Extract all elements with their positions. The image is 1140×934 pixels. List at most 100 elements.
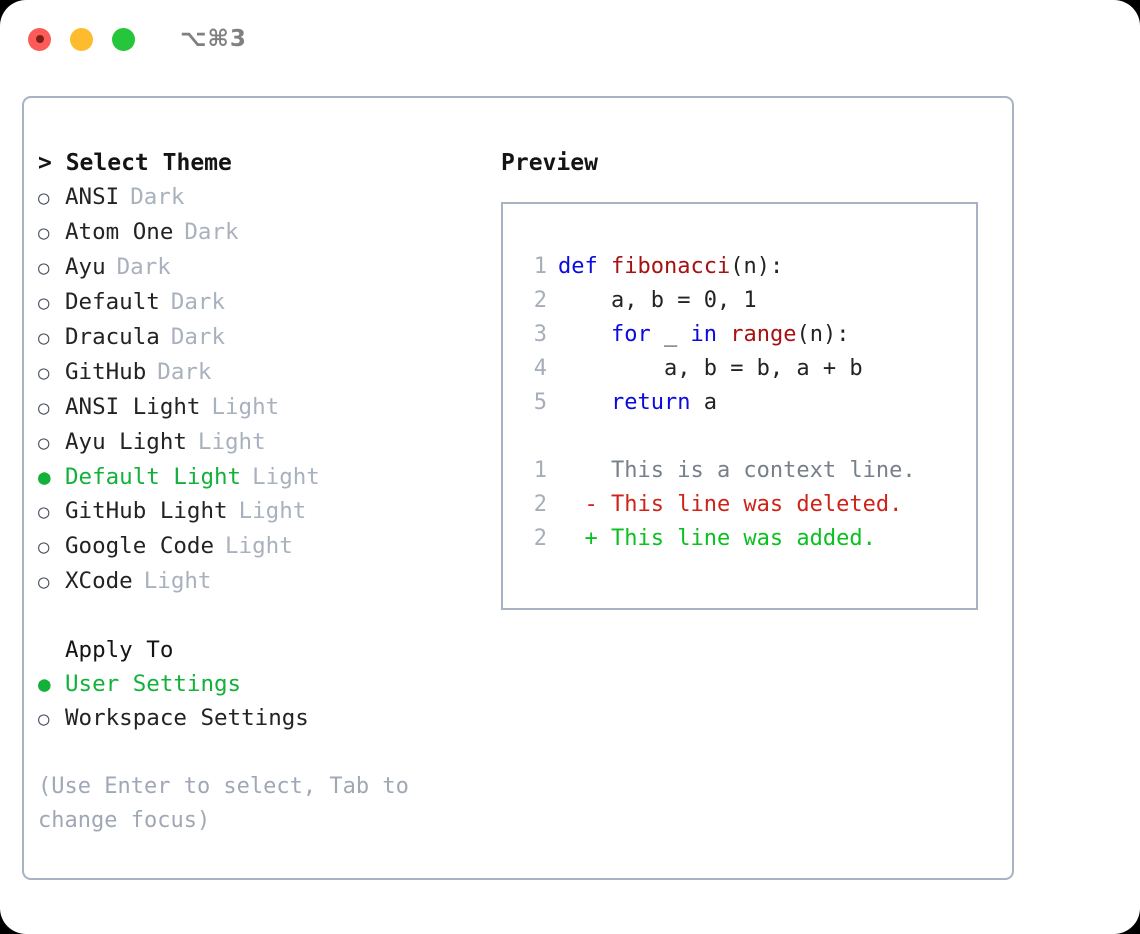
radio-unselected-icon[interactable]: ○: [38, 708, 50, 730]
theme-variant-tag: Dark: [157, 359, 212, 385]
theme-option-label: XCode: [65, 568, 133, 594]
theme-variant-tag: Light: [143, 568, 212, 594]
theme-option-label: Ayu: [65, 254, 106, 280]
diff-line-number: 1: [533, 458, 547, 483]
code-token-plain: a, b = 0, 1: [610, 288, 757, 313]
code-line-number: 2: [533, 288, 547, 313]
code-token-fn: range: [730, 322, 797, 347]
diff-line-ctx: 1 This is a context line.: [517, 454, 976, 488]
code-token-fn: fibonacci: [611, 254, 731, 279]
code-line-2: 2 a, b = 0, 1: [517, 284, 976, 318]
diff-line-content: This is a context line.: [558, 458, 916, 483]
code-token-plain: a: [690, 390, 717, 415]
radio-unselected-icon[interactable]: ○: [38, 397, 50, 419]
radio-unselected-icon[interactable]: ○: [38, 292, 50, 314]
theme-variant-tag: Light: [211, 394, 280, 420]
theme-option-4[interactable]: ○ Dracula Dark: [38, 320, 488, 355]
radio-unselected-icon[interactable]: ○: [38, 432, 50, 454]
apply-to-heading: Apply To: [65, 637, 174, 663]
theme-option-2[interactable]: ○ Ayu Dark: [38, 250, 488, 285]
theme-option-label: Atom One: [65, 219, 174, 245]
diff-line-content: + This line was added.: [558, 526, 876, 551]
code-line-content: a, b = 0, 1: [558, 284, 757, 318]
minimize-button-icon[interactable]: [70, 27, 93, 51]
code-line-content: a, b = b, a + b: [558, 352, 863, 386]
radio-selected-icon[interactable]: ●: [38, 672, 51, 696]
apply-to-option-0[interactable]: ● User Settings: [38, 667, 488, 701]
code-token-plain: _: [650, 322, 691, 347]
title-bar: ⌥⌘3: [0, 0, 1140, 78]
select-theme-heading: > Select Theme: [38, 150, 232, 176]
code-token-kw: def: [558, 254, 598, 279]
theme-variant-tag: Light: [197, 429, 266, 455]
radio-unselected-icon[interactable]: ○: [38, 257, 50, 279]
radio-unselected-icon[interactable]: ○: [38, 222, 50, 244]
code-line-4: 4 a, b = b, a + b: [517, 352, 976, 386]
apply-to-option-label: Workspace Settings: [65, 705, 309, 731]
code-token-kw: return: [610, 390, 691, 415]
theme-option-11[interactable]: ○ XCode Light: [38, 564, 488, 599]
preview-heading: Preview: [501, 150, 598, 176]
theme-variant-tag: Dark: [116, 254, 171, 280]
code-line-content: return a: [558, 386, 717, 420]
theme-option-label: ANSI Light: [65, 394, 201, 420]
diff-line-number: 2: [533, 492, 547, 517]
theme-option-3[interactable]: ○ Default Dark: [38, 285, 488, 320]
code-token-kw: for: [610, 322, 651, 347]
diff-line-number: 2: [533, 526, 547, 551]
radio-unselected-icon[interactable]: ○: [38, 362, 50, 384]
traffic-light-group: [28, 27, 135, 51]
maximize-button-icon[interactable]: [112, 27, 135, 51]
theme-option-label: Default: [65, 289, 160, 315]
close-button-icon[interactable]: [28, 27, 51, 51]
radio-unselected-icon[interactable]: ○: [38, 327, 50, 349]
radio-selected-icon[interactable]: ●: [38, 465, 51, 489]
code-line-number: 1: [533, 254, 547, 279]
code-line-content: for _ in range(n):: [558, 318, 849, 352]
code-token-plain: [598, 254, 611, 279]
code-token-plain: [717, 322, 730, 347]
radio-unselected-icon[interactable]: ○: [38, 501, 50, 523]
apply-to-option-1[interactable]: ○ Workspace Settings: [38, 701, 488, 736]
diff-preview: 1 This is a context line.2 - This line w…: [517, 454, 976, 556]
code-line-content: def fibonacci(n):: [558, 250, 783, 284]
apply-to-option-label: User Settings: [65, 671, 242, 697]
code-line-number: 5: [533, 390, 547, 415]
keyboard-shortcut-label: ⌥⌘3: [180, 26, 247, 52]
section-spacer: [38, 599, 488, 633]
theme-option-label: Dracula: [65, 324, 160, 350]
theme-variant-tag: Dark: [170, 324, 226, 350]
theme-option-label: Default Light: [65, 464, 242, 490]
keyboard-hint-text: (Use Enter to select, Tab to change focu…: [38, 774, 423, 833]
diff-line-add: 2 + This line was added.: [517, 522, 976, 556]
code-line-3: 3 for _ in range(n):: [517, 318, 976, 352]
code-line-number: 4: [533, 356, 547, 381]
radio-unselected-icon[interactable]: ○: [38, 536, 50, 558]
theme-variant-tag: Dark: [130, 184, 185, 210]
apply-to-option-list[interactable]: ● User Settings ○ Workspace Settings: [38, 667, 488, 736]
code-token-plain: (n):: [730, 254, 784, 279]
theme-variant-tag: Dark: [170, 289, 226, 315]
radio-unselected-icon[interactable]: ○: [38, 187, 50, 209]
radio-unselected-icon[interactable]: ○: [38, 571, 50, 593]
diff-line-del: 2 - This line was deleted.: [517, 488, 976, 522]
code-diff-spacer: [517, 420, 976, 454]
theme-option-label: Google Code: [65, 533, 215, 559]
diff-line-content: - This line was deleted.: [558, 492, 903, 517]
theme-option-6[interactable]: ○ ANSI Light Light: [38, 390, 488, 425]
theme-variant-tag: Light: [238, 498, 307, 524]
